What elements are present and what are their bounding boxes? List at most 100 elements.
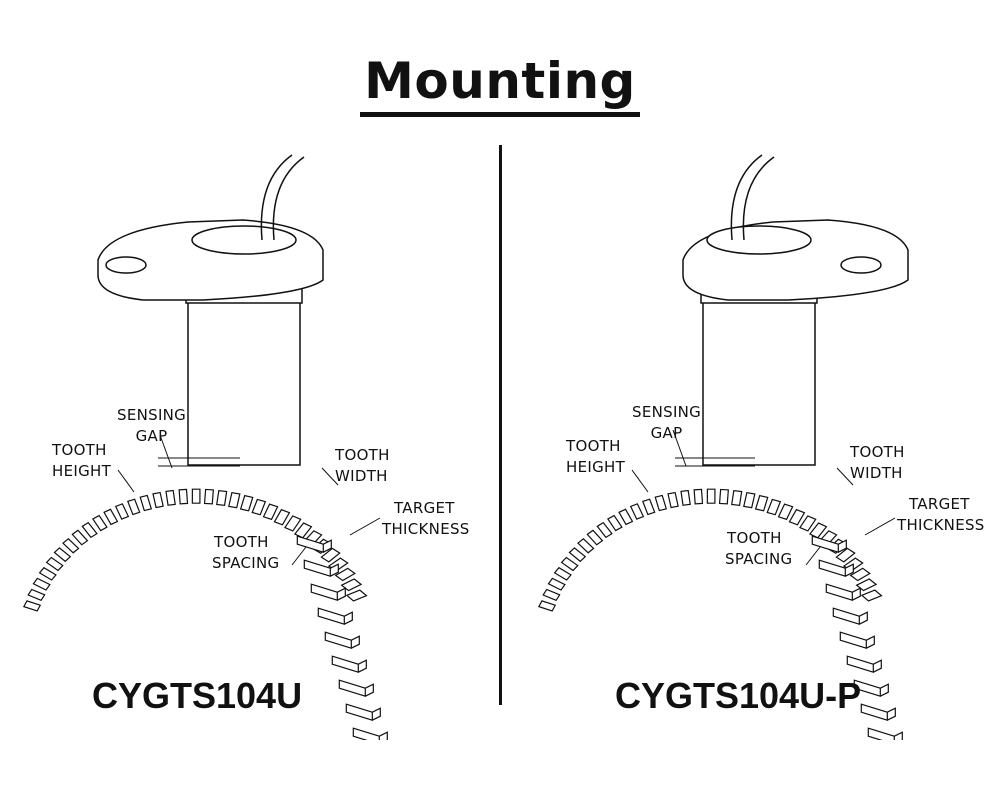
- gear-tooth: [680, 489, 691, 506]
- sensor-cable: [730, 154, 775, 241]
- gear-tooth: [340, 578, 363, 592]
- gear-tooth: [777, 503, 794, 521]
- gear-tooth: [334, 567, 356, 582]
- gear-tooth-side: [839, 631, 875, 650]
- gear-tooth: [32, 577, 51, 591]
- gear-tooth: [553, 566, 572, 581]
- gear-tooth: [81, 521, 98, 539]
- gear-tooth: [718, 488, 729, 505]
- gear-tooth: [607, 514, 623, 532]
- gear-tooth: [114, 503, 130, 520]
- gear-tooth: [766, 498, 782, 516]
- gear-tooth: [152, 491, 164, 509]
- gear-tooth: [706, 488, 716, 504]
- gear-tooth: [542, 588, 561, 602]
- gear-tooth: [22, 600, 42, 612]
- gear-tooth: [71, 529, 89, 546]
- gear-tooth: [228, 491, 241, 509]
- gear-tooth-side: [324, 631, 360, 650]
- sensor-diagram-right: [537, 154, 909, 740]
- gear-tooth: [799, 515, 817, 532]
- gear-tooth: [53, 547, 72, 563]
- gear-tooth: [835, 547, 856, 563]
- sensor-cap: [706, 225, 812, 255]
- gear-tooth: [547, 577, 566, 591]
- model-name: CYGTS104U: [92, 675, 303, 716]
- gear-tooth-side: [331, 655, 367, 674]
- divider: [499, 145, 502, 705]
- gear-tooth: [62, 537, 80, 554]
- sensor-group: [97, 154, 324, 466]
- gear-tooth: [693, 488, 704, 505]
- gear-tooth: [45, 556, 64, 572]
- gear-tooth-side: [846, 655, 882, 674]
- gear-tooth: [849, 567, 871, 582]
- gear-tooth-side: [338, 679, 374, 698]
- gear-tooth: [788, 508, 806, 526]
- gear-tooth: [203, 488, 214, 505]
- gear-tooth: [251, 498, 267, 516]
- gear-tooth: [596, 521, 613, 539]
- flange-hole: [840, 256, 882, 274]
- gear-tooth: [568, 547, 587, 563]
- sensor-body: [187, 299, 301, 466]
- sensor-diagram-left: [22, 154, 388, 740]
- sensor-body: [702, 299, 816, 466]
- gear-tooth-side: [825, 583, 861, 602]
- gear-tooth: [345, 589, 368, 602]
- gear-tooth: [641, 498, 656, 516]
- gear-tooth: [27, 588, 46, 602]
- gear-tooth: [92, 514, 108, 532]
- gear-tooth-side: [345, 703, 381, 722]
- gear-tooth: [126, 498, 141, 516]
- gear-tooth-side: [818, 559, 854, 578]
- gear-tooth: [178, 488, 189, 505]
- model-name: CYGTS104U-P: [615, 675, 862, 716]
- gear-tooth: [743, 491, 756, 509]
- gear-tooth: [165, 489, 176, 506]
- dimension-lines: [117, 434, 381, 566]
- gear-group: [537, 488, 903, 740]
- sensor-group: [682, 154, 909, 466]
- gear-tooth-side: [352, 727, 388, 740]
- gear-tooth: [618, 508, 634, 526]
- gear-tooth: [320, 547, 341, 563]
- gear-tooth: [667, 491, 679, 509]
- gear-tooth: [262, 503, 279, 521]
- gear-tooth: [855, 578, 878, 592]
- gear-tooth: [654, 494, 668, 512]
- page-title: Mounting: [0, 52, 1000, 117]
- gear-tooth-side: [310, 583, 346, 602]
- gear-tooth: [38, 566, 57, 581]
- gear-tooth: [560, 556, 579, 572]
- gear-tooth: [731, 489, 743, 507]
- gear-tooth-side: [853, 679, 889, 698]
- gear-tooth: [139, 494, 153, 512]
- gear-tooth: [860, 589, 883, 602]
- gear-tooth: [284, 515, 302, 532]
- gear-tooth-side: [296, 535, 332, 554]
- gear-tooth-side: [867, 727, 903, 740]
- gear-tooth: [216, 489, 228, 507]
- gear-tooth: [239, 494, 254, 512]
- gear-tooth: [273, 508, 291, 526]
- gear-tooth: [577, 537, 595, 554]
- gear-tooth-side: [860, 703, 896, 722]
- flange-hole: [105, 256, 147, 274]
- gear-tooth: [191, 488, 201, 504]
- gear-group: [22, 488, 388, 740]
- gear-tooth: [754, 494, 769, 512]
- gear-tooth: [537, 600, 557, 612]
- gear-tooth-side: [303, 559, 339, 578]
- gear-tooth: [586, 529, 604, 546]
- sensor-cable: [260, 154, 305, 241]
